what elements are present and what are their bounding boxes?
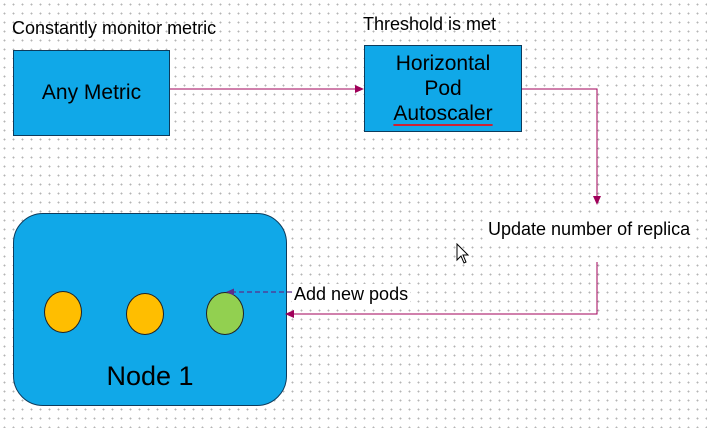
pod-new: [206, 292, 244, 335]
mouse-cursor-icon: [456, 243, 470, 264]
hpa-label-line-1: Horizontal: [395, 52, 491, 75]
any-metric-box: Any Metric: [13, 50, 170, 136]
arrow-hpa-to-update: [522, 88, 598, 198]
caption-monitor: Constantly monitor metric: [12, 18, 217, 38]
arrow-update-to-node: [292, 262, 598, 315]
arrowhead-update-to-node: [285, 310, 294, 318]
node-label: Node 1: [106, 361, 194, 391]
hpa-label-line-2: Pod: [424, 77, 462, 100]
node-box: Node 1: [13, 213, 287, 406]
any-metric-label: Any Metric: [41, 81, 142, 104]
pod-existing-1: [44, 291, 82, 333]
arrowhead-metric-to-hpa: [355, 85, 364, 93]
pod-existing-2: [126, 293, 164, 335]
arrowhead-hpa-to-update: [593, 196, 601, 205]
hpa-label-line-3: Autoscaler: [393, 102, 493, 125]
hpa-box: Horizontal Pod Autoscaler: [364, 45, 522, 132]
arrowhead-add-pods: [226, 288, 234, 296]
update-replica-label: Update number of replica: [486, 219, 693, 240]
caption-threshold: Threshold is met: [363, 14, 497, 34]
add-pods-label: Add new pods: [292, 284, 411, 305]
